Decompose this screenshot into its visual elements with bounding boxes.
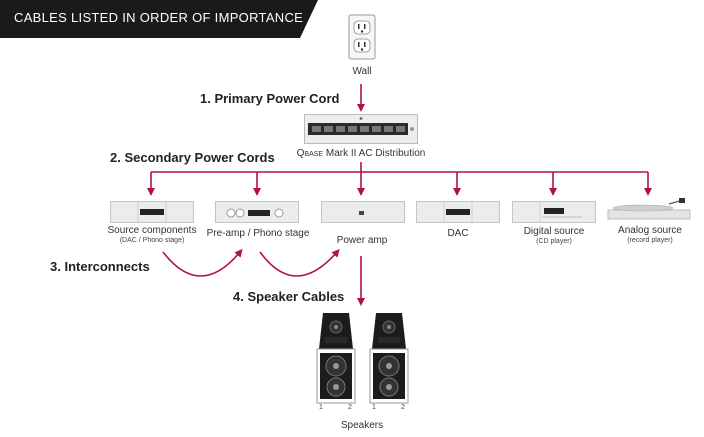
speaker-right-icon: [369, 313, 409, 404]
source-components-label: Source components: [107, 225, 197, 236]
speaker-right-terminal-2: 2: [401, 404, 405, 411]
step-secondary-power-cords: 2. Secondary Power Cords: [110, 150, 275, 165]
qbase-label-small: BASE: [304, 151, 324, 158]
source-components-device: [110, 201, 194, 223]
turntable-device: [607, 198, 691, 220]
speaker-right-terminal-1: 1: [372, 404, 376, 411]
pre-amp-device: [215, 201, 299, 223]
digital-source-label: Digital source: [523, 226, 585, 237]
wall-outlet-icon: [348, 14, 376, 60]
analog-source-sublabel: (record player): [627, 237, 673, 244]
banner: [0, 0, 318, 38]
digital-source-sublabel: (CD player): [536, 238, 572, 245]
speaker-left-icon: [316, 313, 356, 404]
power-amp-device: [321, 201, 405, 223]
speaker-left-terminal-1: 1: [319, 404, 323, 411]
qbase-label-rest: Mark II AC Distribution: [323, 148, 426, 159]
dac-device: [416, 201, 500, 223]
step-speaker-cables: 4. Speaker Cables: [233, 289, 345, 304]
speakers-label: Speakers: [340, 420, 384, 431]
speaker-left-terminal-2: 2: [348, 404, 352, 411]
source-components-sublabel: (DAC / Phono stage): [119, 237, 185, 244]
pre-amp-label: Pre-amp / Phono stage: [206, 228, 310, 239]
wall-label: Wall: [352, 66, 372, 77]
qbase-label: QBASE Mark II AC Distribution: [296, 148, 426, 159]
banner-title: CABLES LISTED IN ORDER OF IMPORTANCE: [14, 10, 304, 25]
step-interconnects: 3. Interconnects: [50, 259, 150, 274]
power-amp-label: Power amp: [336, 235, 388, 246]
dac-label: DAC: [447, 228, 469, 239]
analog-source-label: Analog source: [618, 225, 682, 236]
qbase-label-prefix: Q: [296, 148, 305, 159]
digital-source-device: [512, 201, 596, 223]
step-primary-power-cord: 1. Primary Power Cord: [200, 91, 340, 106]
qbase-distribution-unit: [304, 114, 418, 144]
